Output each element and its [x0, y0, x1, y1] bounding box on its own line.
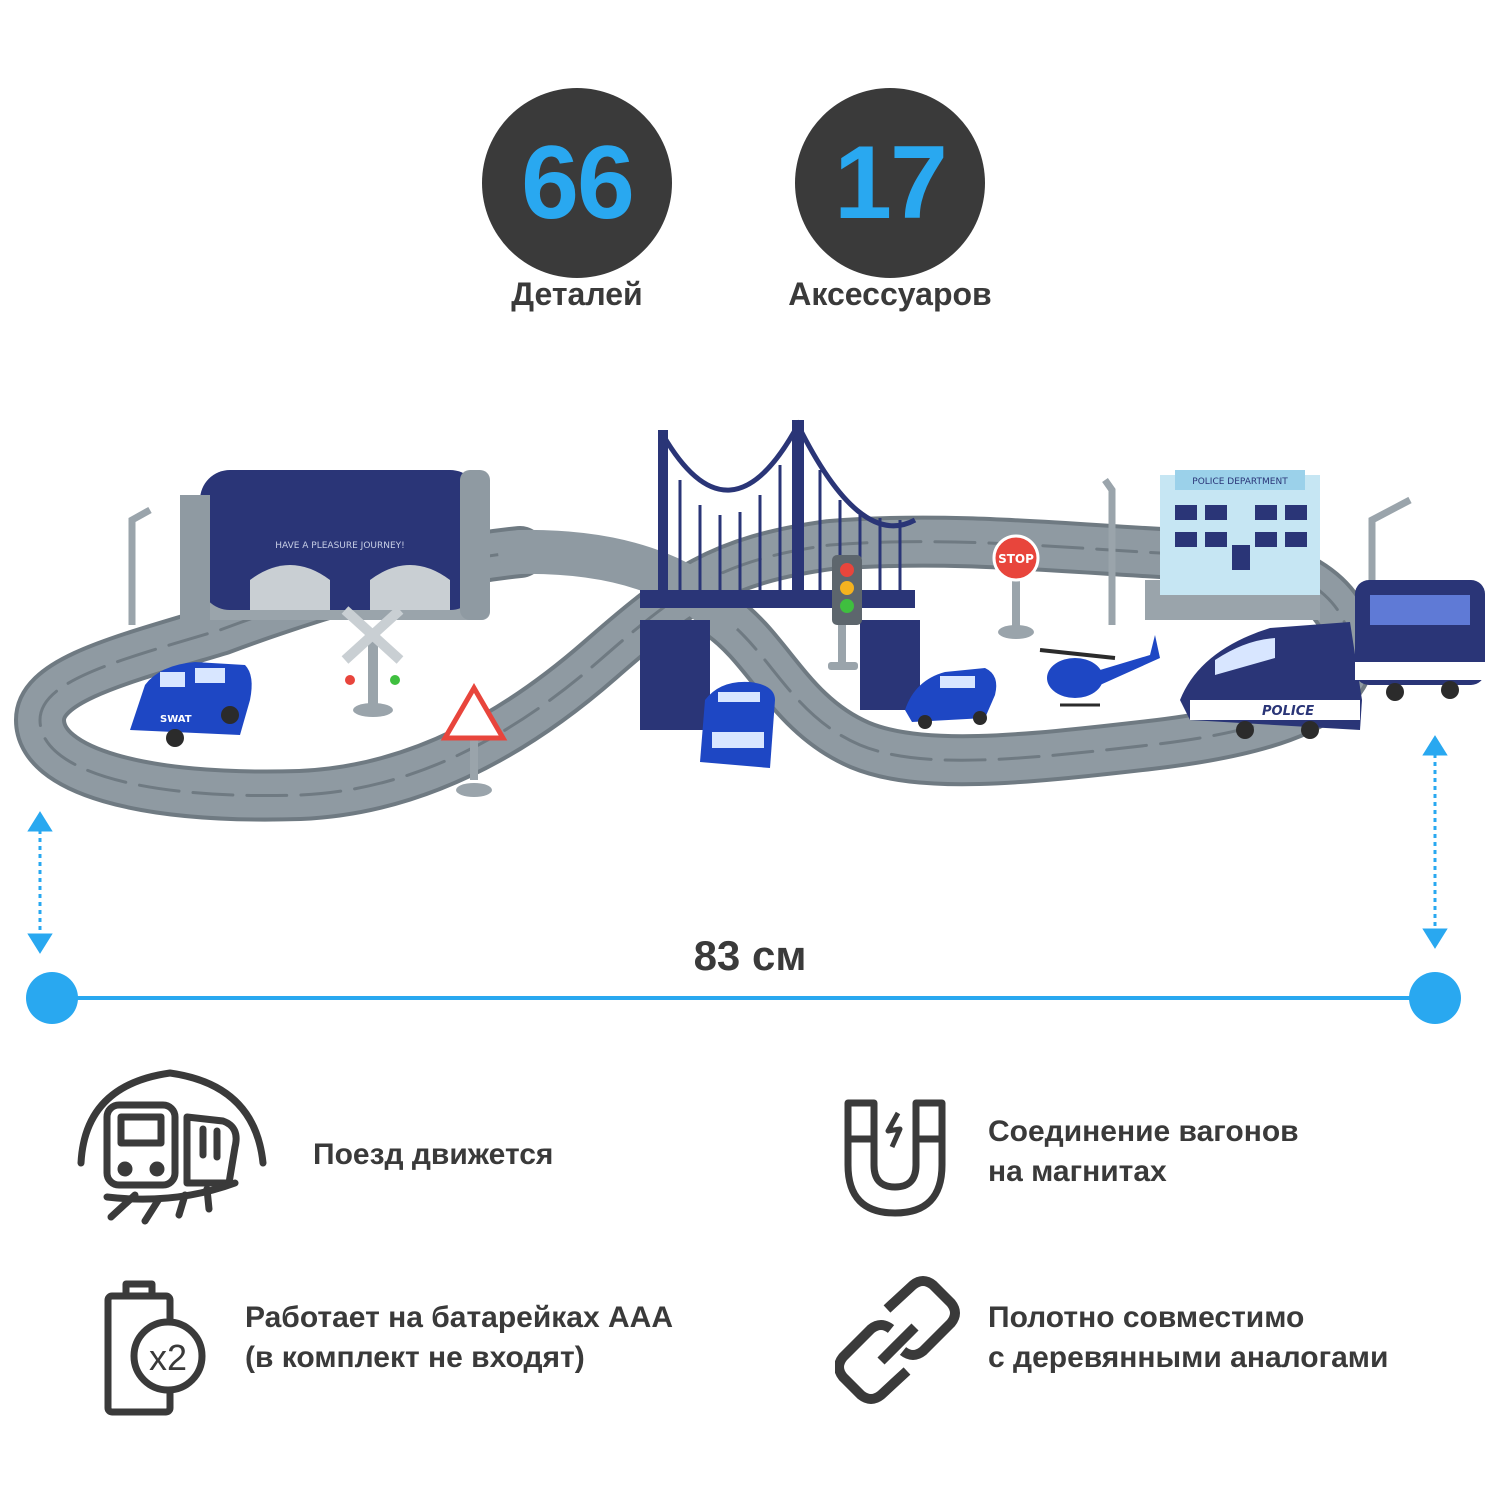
dimension-indicator — [26, 735, 1461, 1024]
tunnel: HAVE A PLEASURE JOURNEY! — [180, 470, 490, 620]
feature-magnet-text: Соединение вагонов на магнитах — [988, 1115, 1299, 1188]
parts-count-value: 66 — [521, 124, 635, 241]
police-train: POLICE — [1180, 580, 1485, 739]
magnet-icon — [840, 1095, 950, 1230]
battery-count-text: x2 — [149, 1337, 187, 1378]
street-lamp — [128, 477, 1412, 625]
police-department-building: POLICE DEPARTMENT — [1145, 470, 1320, 620]
height-arrow-left — [27, 811, 53, 954]
height-arrow-right — [1422, 735, 1448, 949]
chain-link-icon — [834, 1275, 960, 1410]
feature-compatibility-text: Полотно совместимо с деревянными аналога… — [988, 1301, 1389, 1374]
moving-train-icon — [75, 1065, 275, 1230]
train-warning-sign — [440, 683, 508, 797]
accessories-count-badge: 17 — [795, 88, 985, 278]
tunnel-sign: HAVE A PLEASURE JOURNEY! — [275, 541, 405, 551]
train-set-illustration: HAVE A PLEASURE JOURNEY! — [14, 419, 1485, 822]
accessories-count-value: 17 — [834, 124, 948, 241]
accessories-count-label: Аксессуаров — [788, 276, 992, 312]
feature-moving-train-text: Поезд движется — [313, 1138, 554, 1171]
train-label: POLICE — [1262, 704, 1314, 719]
stop-sign: STOP — [992, 534, 1040, 639]
width-endpoint-right — [1409, 972, 1461, 1024]
width-endpoint-left — [26, 972, 78, 1024]
feature-battery-text: Работает на батарейках ААА (в комплект н… — [245, 1301, 673, 1374]
railroad-crossing-sign — [341, 606, 404, 717]
parts-count-label: Деталей — [511, 276, 643, 312]
traffic-light — [828, 555, 862, 670]
police-helicopter — [1039, 635, 1160, 707]
police-van — [700, 681, 775, 768]
building-sign: POLICE DEPARTMENT — [1192, 477, 1288, 487]
width-dimension-label: 83 см — [693, 932, 807, 979]
swat-van-label: SWAT — [160, 714, 192, 725]
swat-van: SWAT — [130, 662, 252, 747]
parts-count-badge: 66 — [482, 88, 672, 278]
stop-sign-text: STOP — [998, 552, 1034, 566]
battery-icon: x2 — [100, 1280, 210, 1425]
police-car — [905, 668, 997, 729]
